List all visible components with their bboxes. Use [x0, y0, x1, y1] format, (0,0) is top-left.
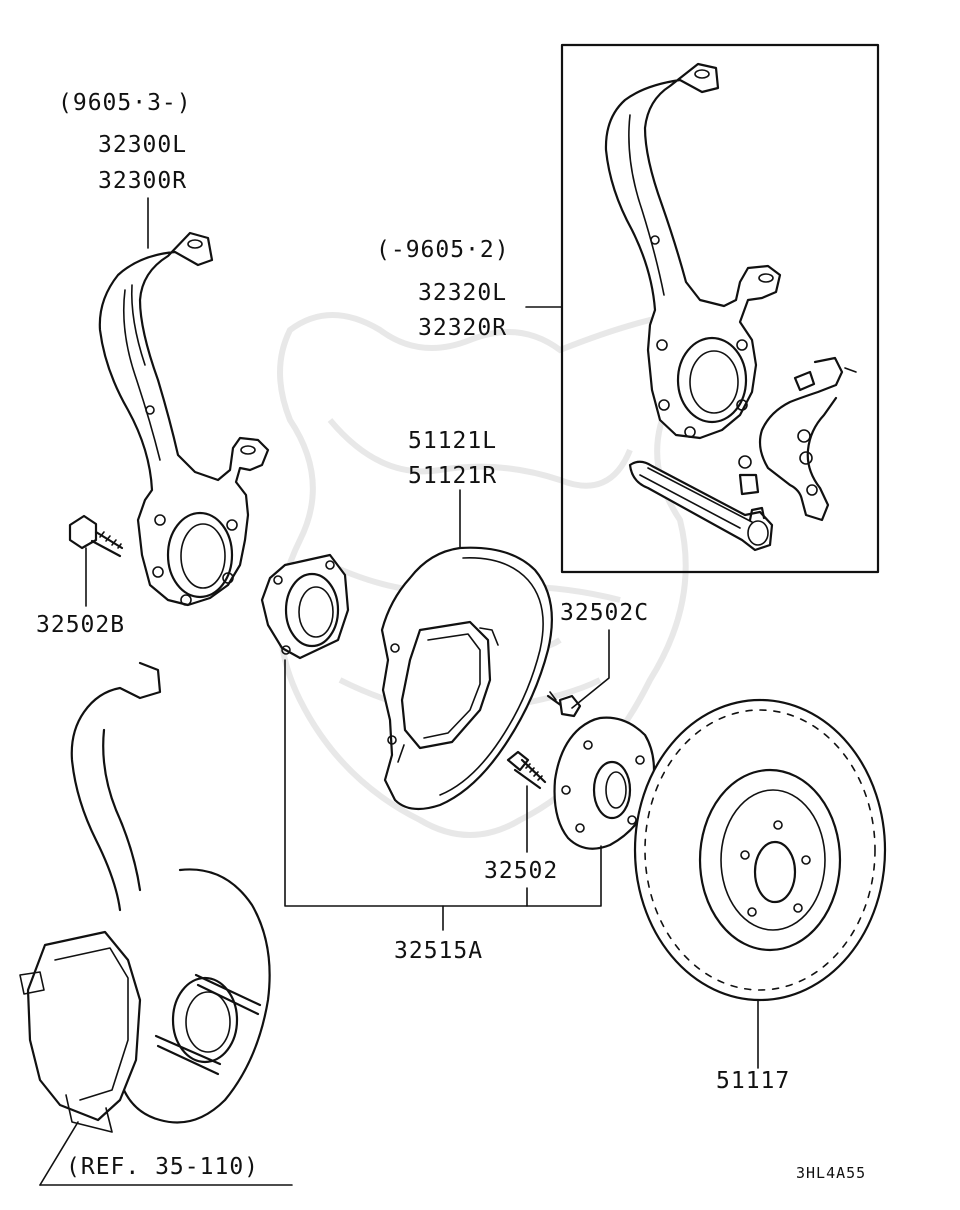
part-number-51117[interactable]: 51117 [716, 1068, 791, 1094]
part-number-51121r[interactable]: 51121R [408, 463, 498, 489]
dust-shield[interactable] [380, 546, 553, 811]
hub-bearing[interactable] [260, 553, 350, 660]
hub-bolt-32502[interactable] [506, 750, 547, 790]
part-number-32300r[interactable]: 32300R [98, 168, 188, 194]
compression-arm-old[interactable] [738, 356, 857, 522]
brake-rotor[interactable] [633, 698, 887, 1002]
knuckle-caliper-assembly[interactable] [19, 661, 271, 1133]
knuckle-old-date-range: (-9605·2) [376, 237, 510, 263]
part-number-32320l[interactable]: 32320L [418, 280, 508, 306]
part-number-51121l[interactable]: 51121L [408, 428, 498, 454]
part-number-32300l[interactable]: 32300L [98, 132, 188, 158]
steering-knuckle-new[interactable] [98, 231, 270, 607]
part-number-32320r[interactable]: 32320R [418, 315, 508, 341]
bolt-32502c[interactable] [546, 691, 582, 718]
lower-arm-old[interactable] [628, 460, 774, 552]
wheel-hub[interactable] [553, 716, 656, 850]
caliper-reference[interactable]: (REF. 35-110) [66, 1154, 260, 1180]
bolt-32502b[interactable] [68, 514, 124, 558]
knuckle-new-date-range: (9605·3-) [58, 90, 192, 116]
part-number-32502[interactable]: 32502 [484, 858, 559, 884]
diagram-code: 3HL4A55 [796, 1164, 867, 1182]
part-number-32515a[interactable]: 32515A [394, 938, 484, 964]
steering-knuckle-old[interactable] [604, 62, 782, 440]
part-number-32502b[interactable]: 32502B [36, 612, 126, 638]
inset-frame [560, 43, 880, 574]
leader-lines [39, 197, 759, 1186]
part-number-32502c[interactable]: 32502C [560, 600, 650, 626]
